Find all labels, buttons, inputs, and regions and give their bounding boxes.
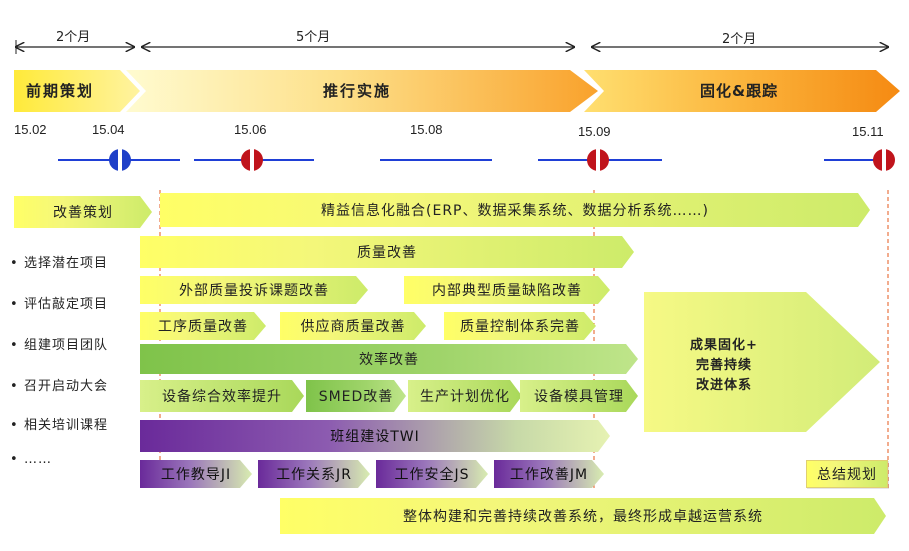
list-item: •召开启动大会 xyxy=(10,379,109,394)
bar-summary: 总结规划 xyxy=(806,460,888,488)
phase-label-fix: 固化&跟踪 xyxy=(700,82,779,100)
date-label: 15.04 xyxy=(92,122,125,137)
list-item: •…… xyxy=(10,452,52,467)
bar-job-instruction: 工作教导JI xyxy=(140,460,252,488)
milestone-marker-15-09 xyxy=(587,148,609,172)
milestone-marker-15-06 xyxy=(241,148,263,172)
date-label: 15.11 xyxy=(852,124,884,139)
bar-external-complaint: 外部质量投诉课题改善 xyxy=(140,276,368,304)
list-item: •选择潜在项目 xyxy=(10,256,109,271)
bar-process-quality: 工序质量改善 xyxy=(140,312,266,340)
duration-label-2: 5个月 xyxy=(296,30,331,45)
milestone-marker-15-11 xyxy=(873,148,895,172)
date-label: 15.06 xyxy=(234,122,267,137)
phase-chevron-fix xyxy=(584,70,900,112)
bar-job-methods: 工作改善JM xyxy=(494,460,604,488)
bar-qc-system: 质量控制体系完善 xyxy=(444,312,596,340)
bar-mold-management: 设备模具管理 xyxy=(520,380,638,412)
bar-oee: 设备综合效率提升 xyxy=(140,380,304,412)
milestone-marker-15-04 xyxy=(109,148,131,172)
list-item: •评估敲定项目 xyxy=(10,297,109,312)
list-item: •组建项目团队 xyxy=(10,338,109,353)
duration-arrow-1 xyxy=(16,40,134,54)
bar-quality: 质量改善 xyxy=(140,236,634,268)
bar-efficiency: 效率改善 xyxy=(140,344,638,374)
solidify-text: 成果固化+ 完善持续 改进体系 xyxy=(690,338,758,393)
duration-label-3: 2个月 xyxy=(722,32,757,47)
bar-improvement-plan: 改善策划 xyxy=(14,196,152,228)
phase-label-plan: 前期策划 xyxy=(26,82,95,100)
bar-smed: SMED改善 xyxy=(306,380,406,412)
date-label: 15.09 xyxy=(578,124,611,139)
bar-job-relations: 工作关系JR xyxy=(258,460,370,488)
bar-lean-info: 精益信息化融合(ERP、数据采集系统、数据分析系统……) xyxy=(160,193,870,227)
date-label: 15.08 xyxy=(410,122,443,137)
list-item: •相关培训课程 xyxy=(10,418,109,433)
phase-label-impl: 推行实施 xyxy=(323,82,392,100)
date-label: 15.02 xyxy=(14,122,47,137)
duration-label-1: 2个月 xyxy=(56,30,91,45)
bar-internal-defect: 内部典型质量缺陷改善 xyxy=(404,276,610,304)
solidify-arrow-shape xyxy=(644,292,880,432)
bar-plan-optimize: 生产计划优化 xyxy=(408,380,522,412)
phase-chevron-plan xyxy=(14,70,140,112)
bar-twi: 班组建设TWI xyxy=(140,420,610,452)
phase-chevron-impl xyxy=(126,70,598,112)
bar-supplier-quality: 供应商质量改善 xyxy=(280,312,426,340)
bar-job-safety: 工作安全JS xyxy=(376,460,488,488)
bar-bottom-system: 整体构建和完善持续改善系统，最终形成卓越运营系统 xyxy=(280,498,886,534)
